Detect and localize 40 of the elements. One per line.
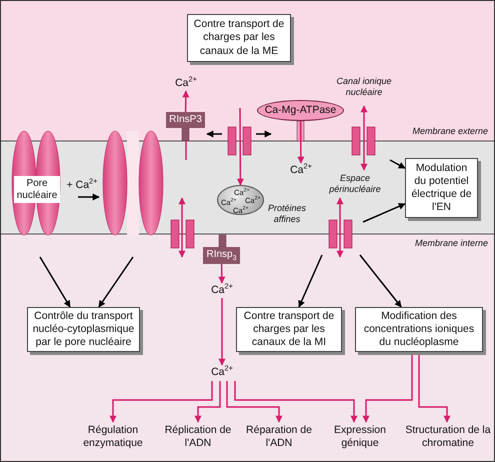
arrow [110,381,213,423]
arrow [218,264,226,284]
arrow [362,203,406,223]
text-label: Pore nucléaire [14,176,60,203]
structure-label: Membrane externe [411,126,488,137]
text-box: Modification des concentrations ioniques du nucléoplasme [355,307,483,352]
text-label: Réparation de l'ADN [239,422,319,452]
arrow [418,352,450,423]
arrow [39,256,71,308]
arrow [234,381,358,423]
arrow [298,254,323,308]
arrow [182,90,190,112]
text-label: Ca$^{2+}$ [208,283,236,298]
receptor-box: RInsp$_{3}$ [203,247,240,264]
arrow [236,108,244,186]
text-label: Expression génique [320,422,400,452]
arrow [390,159,406,169]
arrow [226,381,282,423]
structure-label: Membrane interne [414,238,488,249]
receptor-box: RInsP3 [166,112,205,128]
structure-label: Espace périnucléaire [328,173,382,195]
text-label: Ca$^{2+}$ [172,76,200,91]
text-box: Modulation du potentiel électrique de l'EN [405,158,478,218]
arrow [98,256,134,308]
arrow [297,121,304,164]
text-label: Ca$^{2+}$ [208,365,236,381]
text-box: Contre transport de charges par les canaux de la MI [236,307,342,352]
text-box: Contre transport de charges par les canaux de la ME [187,14,291,62]
text-label: Structuration de la chromatine [405,422,491,452]
text-label: Ca$^{2+}$ [286,163,316,178]
text-label: Réplication de l'ADN [158,422,238,452]
caption-text: Protéines affines [266,203,308,225]
text-label: Régulation enzymatique [73,422,153,452]
arrow [218,298,226,366]
text-box: Contrôle du transport nucléo-cytoplasmique par le pore nucléaire [27,307,140,352]
structure-label: Canal ionique nucléaire [335,76,393,98]
arrow [359,254,402,308]
arrow [194,381,221,423]
arrow [362,352,413,423]
ion-label: + Ca$^{2+}$ [66,179,98,192]
